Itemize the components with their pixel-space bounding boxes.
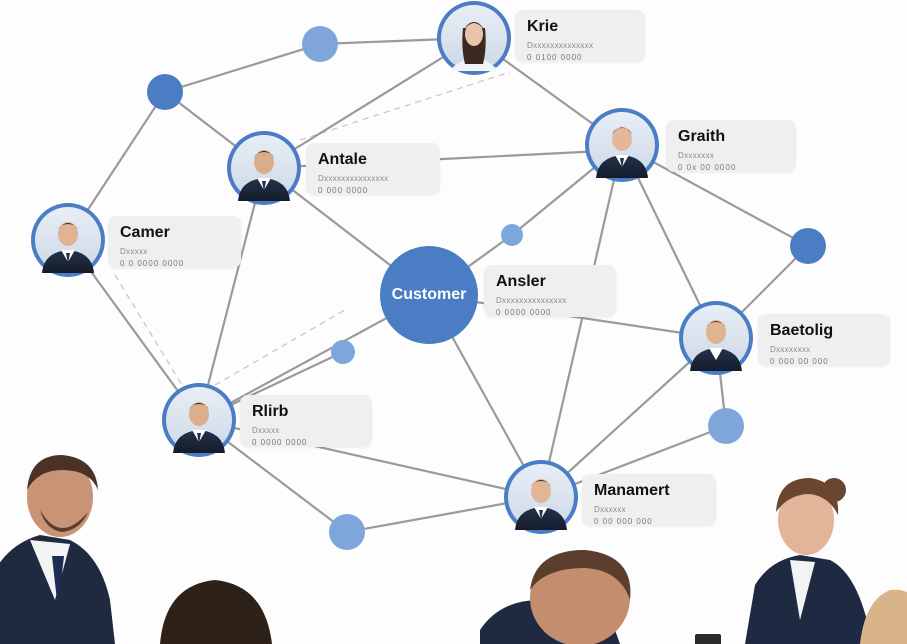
person-role: Dxxxxxxxxxxxxxxx: [496, 296, 567, 305]
person-role: Dxxxxxxxxxxxxxx: [527, 41, 594, 50]
person-role: Dxxxxxx: [594, 505, 626, 514]
person-phone: 0 0 0000 0000: [120, 259, 185, 268]
person-name: Camer: [120, 224, 170, 241]
hub-node[interactable]: [380, 246, 478, 344]
person-phone: 0 0000 0000: [252, 438, 308, 447]
avatar[interactable]: [504, 460, 578, 534]
person-name: Rlirb: [252, 403, 289, 420]
person-card-ansler[interactable]: Ansler Dxxxxxxxxxxxxxxx 0 0000 0000: [484, 265, 616, 317]
avatar[interactable]: [679, 301, 753, 375]
avatar[interactable]: [31, 203, 105, 277]
person-name: Antale: [318, 151, 367, 168]
person-phone: 0 0100 0000: [527, 53, 583, 62]
person-card-rlirb[interactable]: Rlirb Dxxxxx 0 0000 0000: [240, 395, 372, 447]
person-phone: 0 000 00 000: [770, 357, 829, 366]
person-name: Graith: [678, 128, 726, 145]
avatar-nodes: [31, 1, 753, 534]
foreground-people: [0, 455, 907, 644]
person-role: Dxxxxxxxx: [770, 345, 811, 354]
person-card-graith[interactable]: Graith Dxxxxxxx 0 0x 00 0000: [666, 120, 796, 172]
avatar[interactable]: [227, 131, 301, 205]
person-name: Baetolig: [770, 322, 834, 339]
person-far-right: [860, 589, 907, 644]
person-back-center: [480, 550, 631, 644]
person-card-krie[interactable]: Krie Dxxxxxxxxxxxxxx 0 0100 0000: [515, 10, 645, 62]
person-card-baetolig[interactable]: Baetolig Dxxxxxxxx 0 000 00 000: [758, 314, 890, 366]
person-back-left: [160, 580, 272, 644]
person-left: [0, 455, 115, 644]
person-phone: 0 00 000 000: [594, 517, 653, 526]
person-role: Dxxxxxxx: [678, 151, 715, 160]
person-role: Dxxxxx: [120, 247, 148, 256]
dashed-edge: [114, 274, 186, 391]
person-role: Dxxxxx: [252, 426, 280, 435]
person-card-manamert[interactable]: Manamert Dxxxxxx 0 00 000 000: [582, 474, 716, 526]
person-phone: 0 0000 0000: [496, 308, 552, 317]
avatar[interactable]: [162, 383, 236, 457]
connector-dots: [147, 26, 826, 550]
person-card-camer[interactable]: Camer Dxxxxx 0 0 0000 0000: [108, 216, 241, 268]
person-name: Krie: [527, 18, 559, 35]
person-role: Dxxxxxxxxxxxxxxx: [318, 174, 389, 183]
avatar[interactable]: [437, 1, 511, 75]
person-right: [695, 478, 872, 644]
person-name: Ansler: [496, 273, 546, 290]
avatar[interactable]: [585, 108, 659, 182]
person-name: Manamert: [594, 482, 670, 499]
person-card-antale[interactable]: Antale Dxxxxxxxxxxxxxxx 0 000 0000: [306, 143, 440, 195]
person-phone: 0 0x 00 0000: [678, 163, 737, 172]
person-phone: 0 000 0000: [318, 186, 369, 195]
dashed-edge: [214, 309, 346, 386]
dashed-edge: [299, 71, 511, 141]
